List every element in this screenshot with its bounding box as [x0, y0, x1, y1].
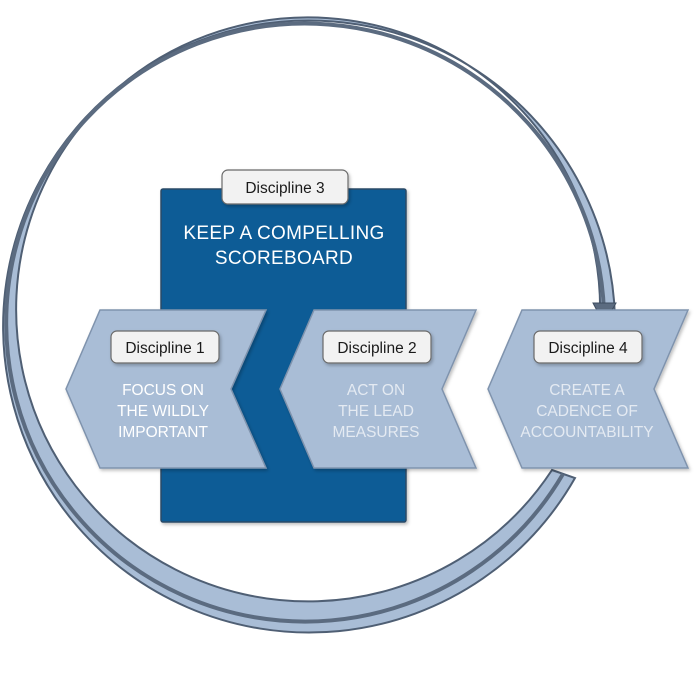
- discipline1-chip-box: [110, 330, 220, 364]
- discipline2-chevron: Discipline 2 ACT ON THE LEAD MEASURES: [279, 309, 478, 469]
- discipline4-chip-label: Discipline 4: [548, 340, 628, 357]
- discipline1-text-line2: THE WILDLY: [117, 403, 209, 420]
- discipline3-chip-box: [221, 169, 349, 205]
- discipline4-text-line2: CADENCE OF: [536, 403, 638, 420]
- discipline4-text-line3: ACCOUNTABILITY: [520, 424, 653, 441]
- discipline3-chip-label: Discipline 3: [245, 180, 324, 197]
- discipline1-text-line1: FOCUS ON: [122, 382, 204, 399]
- cycle-ring-inner-line: [4, 21, 606, 624]
- discipline3-chip: Discipline 3: [221, 169, 349, 205]
- discipline1-text-line3: IMPORTANT: [118, 424, 208, 441]
- discipline2-chip-label: Discipline 2: [337, 340, 416, 357]
- discipline2-chip-box: [322, 330, 432, 364]
- discipline1-chevron: Discipline 1 FOCUS ON THE WILDLY IMPORTA…: [65, 309, 268, 469]
- discipline4-text-line1: CREATE A: [549, 382, 625, 399]
- discipline4-chevron: Discipline 4 CREATE A CADENCE OF ACCOUNT…: [487, 309, 690, 469]
- discipline2-text-line2: THE LEAD: [338, 403, 414, 420]
- discipline2-text-line3: MEASURES: [333, 424, 420, 441]
- discipline3-title-line2: SCOREBOARD: [215, 248, 353, 269]
- discipline2-text-line1: ACT ON: [347, 382, 405, 399]
- discipline1-chip-label: Discipline 1: [125, 340, 204, 357]
- discipline3-title-line1: KEEP A COMPELLING: [183, 223, 384, 244]
- discipline4-chip-box: [533, 330, 643, 364]
